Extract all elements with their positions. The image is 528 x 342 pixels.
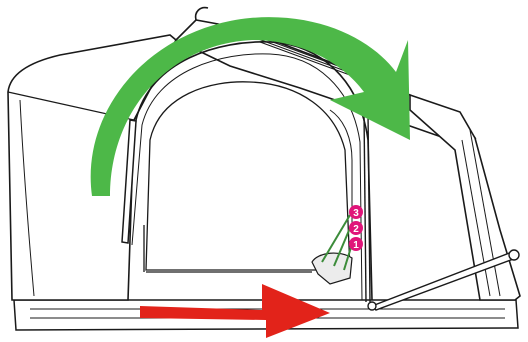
- svg-text:2: 2: [353, 224, 359, 235]
- door-opening: [144, 82, 352, 272]
- svg-text:1: 1: [353, 240, 359, 251]
- step-badge-3: 3: [349, 205, 363, 219]
- step-badge-1: 1: [349, 237, 363, 251]
- step-badge-2: 2: [349, 221, 363, 235]
- support-strut-center: [364, 112, 370, 302]
- svg-text:3: 3: [353, 208, 359, 219]
